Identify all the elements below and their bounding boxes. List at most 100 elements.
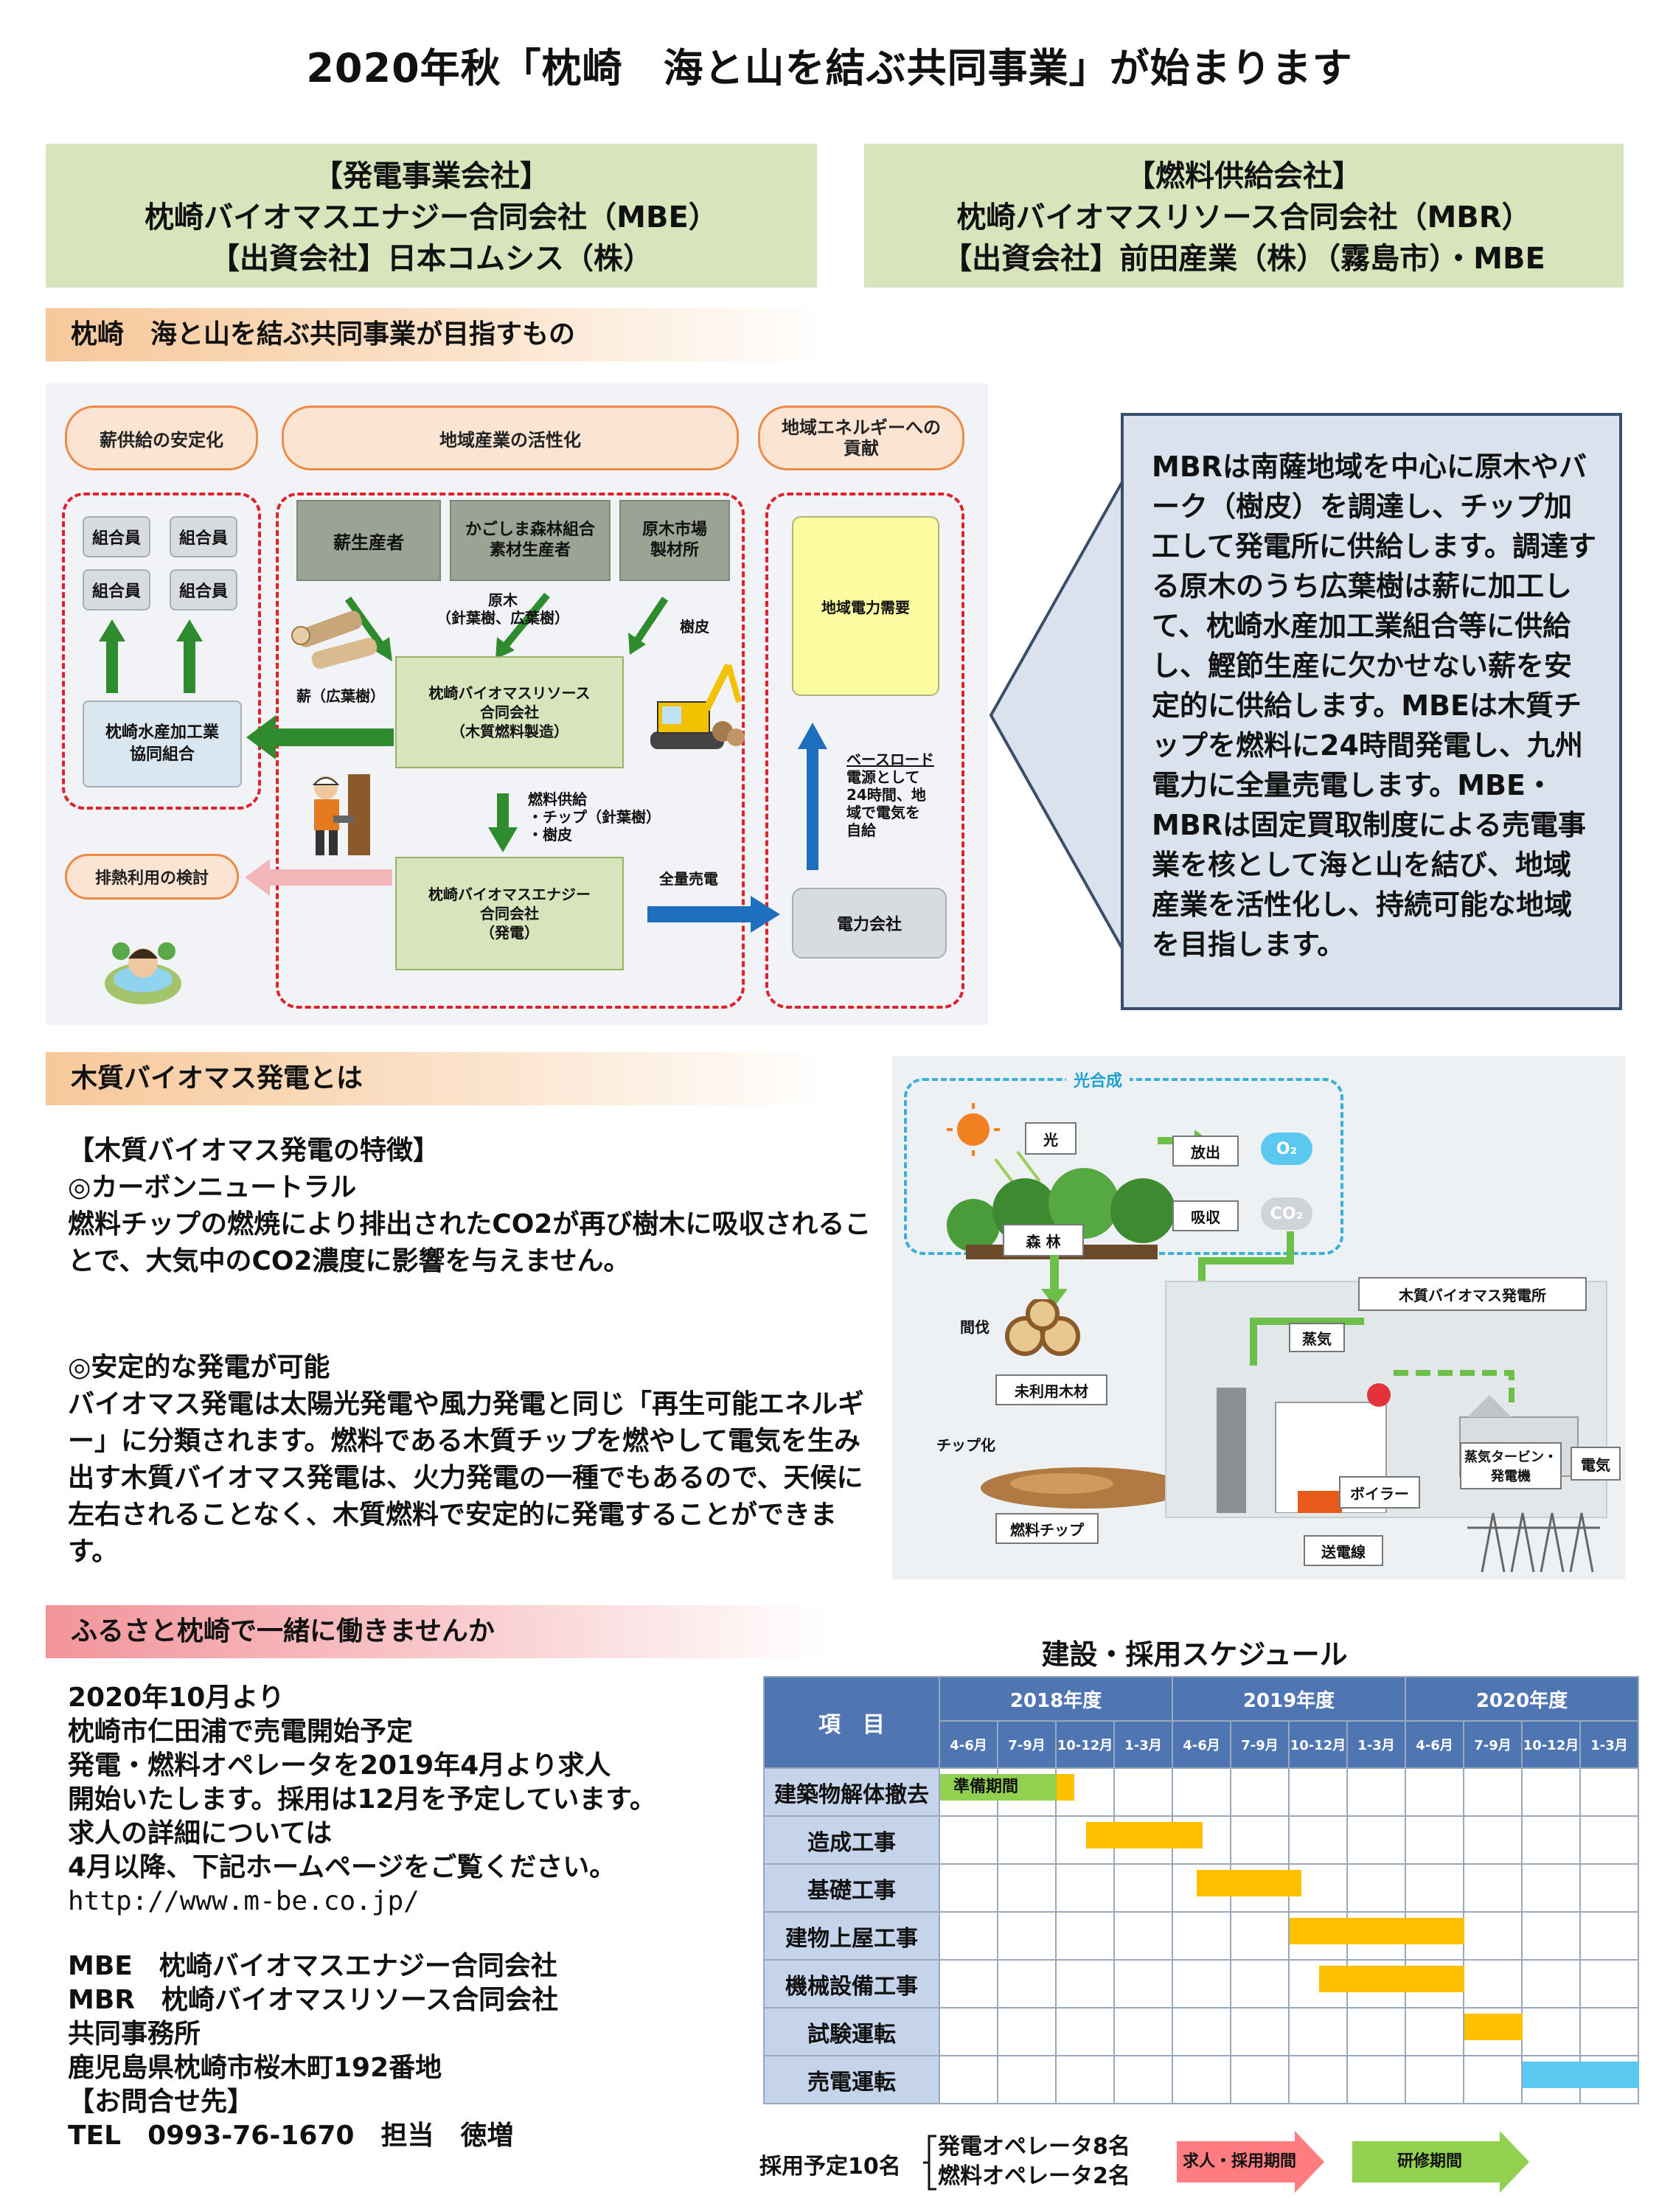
biomass-process-diagram: 光合成 光 森 林 放出 O₂ 吸収 CO₂ 間伐 未利用木材 チップ化 燃料チ…	[892, 1056, 1625, 1579]
schedule-row: 基礎工事	[763, 1863, 1639, 1913]
recruit-tel: TEL 0993-76-1670 担当 徳増	[68, 2121, 514, 2151]
schedule-bar	[1464, 2014, 1523, 2040]
hire-bracket	[923, 2135, 936, 2191]
schedule-cell	[1579, 1959, 1639, 2008]
label-fuel-line3: ・樹皮	[528, 826, 572, 844]
schedule-cell	[1579, 1911, 1639, 1961]
schedule-cell	[1055, 2055, 1115, 2104]
business-diagram: 薪供給の安定化 地域産業の活性化 地域エネルギーへの 貢献 組合員 組合員 組合…	[46, 383, 988, 1025]
schedule-cell	[1113, 1959, 1173, 2008]
fuel-company-box: 【燃料供給会社】 枕崎バイオマスリソース合同会社（MBR） 【出資会社】前田産業…	[864, 144, 1624, 288]
schedule-cell: 準備期間	[939, 1767, 1074, 1817]
recruit-text: 2020年10月より 枕崎市仁田浦で売電開始予定 発電・燃料オペレータを2019…	[68, 1681, 776, 2153]
region-energy	[765, 493, 964, 1009]
carbon-neutral-title: ◎カーボンニュートラル	[68, 1172, 357, 1203]
schedule-row: 建物上屋工事	[763, 1911, 1639, 1961]
schedule-cell	[997, 1959, 1057, 2008]
schedule-task-label: 建築物解体撤去	[763, 1767, 940, 1817]
o2-cloud: O₂	[1261, 1133, 1312, 1165]
schedule-cell	[939, 1815, 1203, 1865]
schedule-task-label: 売電運転	[763, 2055, 940, 2104]
schedule-cell	[1405, 1815, 1464, 1865]
schedule-task-label: 試験運転	[763, 2007, 940, 2056]
schedule-quarter: 4-6月	[939, 1720, 998, 1769]
label-bark: 樹皮	[680, 618, 709, 636]
mbe-box: 枕崎バイオマスエナジー 合同会社 （発電）	[395, 857, 624, 970]
fuel-company-line3: 【出資会社】前田産業（株）（霧島市）・MBE	[942, 242, 1545, 276]
baseload-line1: ベースロード	[846, 751, 934, 768]
schedule-task-label: 建物上屋工事	[763, 1911, 940, 1961]
label-firewood: 薪（広葉樹）	[296, 687, 385, 705]
mbr-line2: 合同会社	[480, 703, 539, 721]
mbe-line2: 合同会社	[480, 905, 539, 922]
chipping-label: チップ化	[936, 1436, 995, 1454]
mbe-line1: 枕崎バイオマスエナジー	[428, 886, 591, 903]
schedule-task-label: 造成工事	[763, 1815, 940, 1865]
absorb-label: 吸収	[1172, 1200, 1239, 1231]
section-recruit-heading: ふるさと枕崎で一緒に働きませんか	[46, 1605, 827, 1658]
producer-forest-line2: 素材生産者	[489, 541, 571, 560]
schedule-bar	[1523, 2062, 1639, 2088]
pill-energy-line2: 貢献	[844, 438, 879, 459]
schedule-cell	[1113, 1911, 1173, 1961]
schedule-cell	[1230, 1767, 1290, 1817]
schedule-cell	[1055, 1863, 1115, 1913]
thinning-label: 間伐	[960, 1318, 990, 1336]
hire-breakdown: 発電オペレータ8名 燃料オペレータ2名	[938, 2132, 1130, 2191]
recruit-line1: 2020年10月より	[68, 1683, 285, 1713]
producer-market: 原木市場 製材所	[619, 500, 730, 581]
power-company-box: 【発電事業会社】 枕崎バイオマスエナジー合同会社（MBE） 【出資会社】日本コム…	[46, 144, 817, 288]
label-baseload: ベースロード 電源として 24時間、地 域で電気を 自給	[846, 751, 934, 839]
arrow-forest-down	[1041, 1255, 1068, 1307]
section-goal-heading: 枕崎 海と山を結ぶ共同事業が目指すもの	[46, 308, 827, 361]
prep-period-bar: 準備期間	[940, 1774, 1057, 1801]
arrows-up-to-members	[99, 619, 203, 693]
mbr-line3: （木質燃料製造）	[451, 723, 568, 740]
schedule-cell	[1288, 2055, 1348, 2104]
schedule-task-label: 基礎工事	[763, 1863, 940, 1913]
fishery-coop-box: 枕崎水産加工業 協同組合	[83, 700, 242, 787]
pill-heat: 排熱利用の検討	[65, 854, 239, 900]
baseload-line5: 自給	[846, 821, 876, 839]
power-company-line1: 【発電事業会社】	[313, 159, 549, 193]
recruit-url-link[interactable]: http://www.m-be.co.jp/	[68, 1886, 420, 1916]
schedule-cell	[939, 2007, 1523, 2056]
power-plant-label: 木質バイオマス発電所	[1358, 1277, 1587, 1311]
power-line-label: 送電線	[1304, 1535, 1383, 1566]
label-fuel: 燃料供給 ・チップ（針葉樹） ・樹皮	[528, 790, 661, 844]
schedule-row: 機械設備工事	[763, 1959, 1639, 2008]
arrow-firewood-to-coop	[246, 715, 394, 759]
recruit-line6: 4月以降、下記ホームページをご覧ください。	[68, 1852, 616, 1882]
schedule-cell	[1521, 1815, 1581, 1865]
schedule-cell	[1463, 2055, 1523, 2104]
schedule-bar	[1318, 1966, 1464, 1992]
mbr-line1: 枕崎バイオマスリソース	[428, 684, 591, 702]
schedule-cell	[1172, 2007, 1231, 2056]
forestry-worker-icon	[312, 774, 370, 855]
firewood-icon	[291, 611, 378, 669]
schedule-cell	[1521, 2007, 1581, 2056]
schedule-cell	[1172, 1911, 1231, 1961]
schedule-cell	[1172, 2055, 1231, 2104]
wood-chips-icon	[981, 1467, 1187, 1509]
schedule-title: 建設・採用スケジュール	[1041, 1638, 1348, 1671]
label-logs-line2: （針葉樹、広葉樹）	[437, 609, 569, 627]
baseload-line3: 24時間、地	[846, 786, 926, 804]
fuel-chip-label: 燃料チップ	[995, 1513, 1099, 1544]
schedule-cell	[1463, 1863, 1523, 1913]
schedule-cell	[1172, 1959, 1231, 2008]
pill-energy: 地域エネルギーへの 貢献	[758, 406, 964, 470]
label-logs: 原木 （針葉樹、広葉樹）	[429, 591, 577, 627]
excavator-icon	[650, 663, 745, 749]
power-company-line2: 枕崎バイオマスエナジー合同会社（MBE）	[145, 201, 718, 234]
schedule-bar	[1085, 1822, 1203, 1848]
release-label: 放出	[1172, 1135, 1239, 1166]
mbe-line3: （発電）	[480, 924, 539, 942]
schedule-cell	[997, 2007, 1057, 2056]
schedule-cell	[1113, 2007, 1173, 2056]
power-company-line3: 【出資会社】日本コムシス（株）	[210, 242, 653, 276]
recruit-contact: 【お問合せ先】	[68, 2087, 254, 2117]
recruit-mbr: MBR 枕崎バイオマスリソース合同会社	[68, 1985, 559, 2015]
schedule-cell	[1346, 1815, 1406, 1865]
utility-box: 電力会社	[792, 888, 947, 959]
